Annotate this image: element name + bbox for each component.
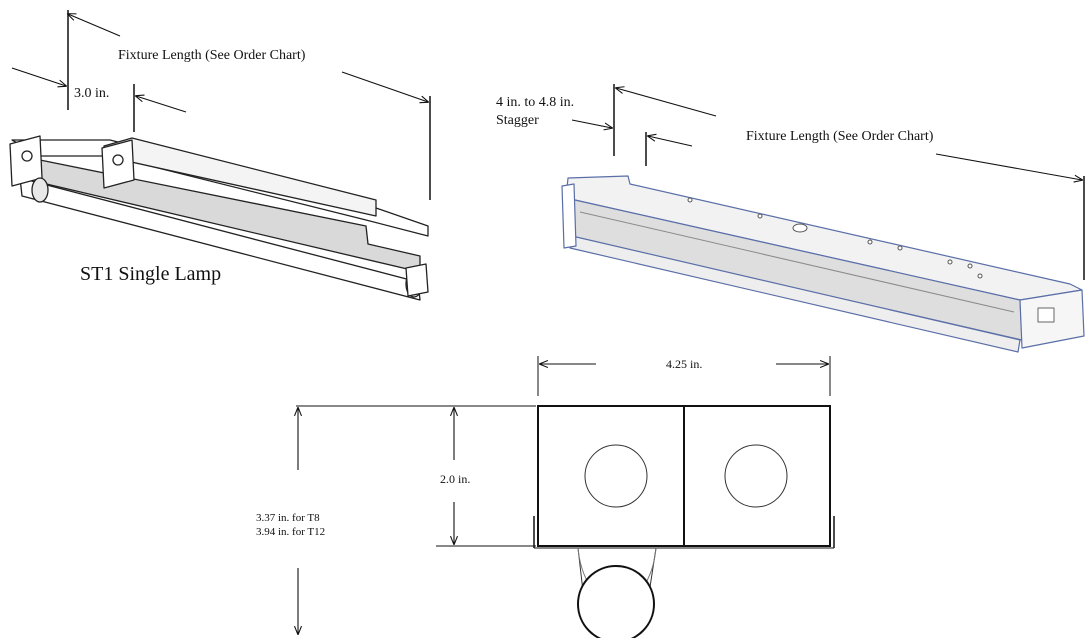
stagger-arrow-b xyxy=(648,136,693,147)
single-lamp-offset-arrow-a xyxy=(11,67,66,86)
single-lamp-view: Fixture Length (See Order Chart) 3.0 in. xyxy=(9,10,431,301)
single-lamp-fixture xyxy=(9,135,429,301)
stagger-arrow-a xyxy=(571,119,612,128)
single-lamp-model-label: ST1 Single Lamp xyxy=(80,263,221,285)
single-lamp-length-arrow-b xyxy=(341,71,428,102)
single-lamp-offset-arrow-b xyxy=(136,96,187,113)
overall-height-t12-label: 3.94 in. for T12 xyxy=(256,526,325,538)
overall-height-t8-label: 3.37 in. for T8 xyxy=(256,512,320,524)
housing-height-label: 2.0 in. xyxy=(440,472,470,486)
stagger-length-arrow-b xyxy=(935,153,1082,180)
single-lamp-offset-label: 3.0 in. xyxy=(74,86,109,101)
single-lamp-length-arrow-a xyxy=(68,14,121,37)
stagger-fixture-length-label: Fixture Length (See Order Chart) xyxy=(746,129,934,144)
stagger-lamp-fixture xyxy=(561,175,1085,353)
stagger-label-line1: 4 in. to 4.8 in. xyxy=(496,95,574,110)
width-label: 4.25 in. xyxy=(666,357,702,371)
lamp-tube xyxy=(577,565,655,638)
stagger-length-arrow-a xyxy=(616,88,717,117)
stagger-lamp-view: 4 in. to 4.8 in. Stagger Fixture Length … xyxy=(496,84,1085,353)
stagger-knockouts xyxy=(687,197,983,279)
knockout-circle-left xyxy=(584,444,648,508)
stagger-label-line2: Stagger xyxy=(496,113,539,128)
knockout-circle-right xyxy=(724,444,788,508)
cross-section-view: 4.25 in. 3.37 in. for T8 3.94 in. for T1… xyxy=(256,356,835,638)
single-lamp-fixture-length-label: Fixture Length (See Order Chart) xyxy=(118,48,306,63)
